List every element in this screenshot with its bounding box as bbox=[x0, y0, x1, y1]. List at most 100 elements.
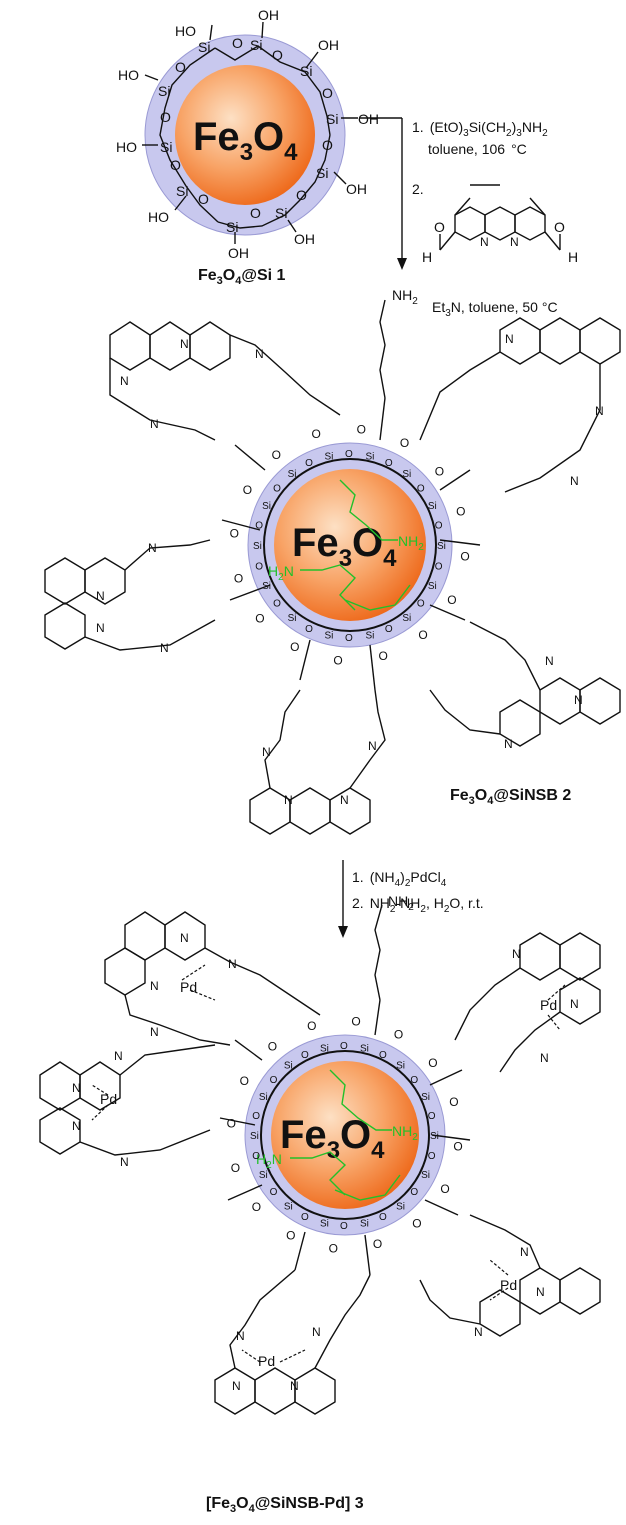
svg-text:N: N bbox=[96, 589, 105, 603]
svg-text:N: N bbox=[180, 931, 189, 945]
svg-text:N: N bbox=[505, 332, 514, 346]
outer-o-label: O bbox=[460, 550, 469, 564]
pd-phen-unit-topright bbox=[454, 932, 601, 1073]
outer-o-label: O bbox=[307, 1019, 316, 1033]
outer-o-label: O bbox=[351, 1015, 360, 1029]
svg-text:OH: OH bbox=[318, 37, 339, 53]
svg-text:Si: Si bbox=[326, 111, 338, 127]
aldehyde-h-right: H bbox=[568, 249, 578, 265]
svg-text:Si: Si bbox=[226, 219, 238, 235]
reaction-step-2: 1.(NH4)2PdCl4 2.NH2-NH2, H2O, r.t. bbox=[338, 860, 484, 938]
svg-text:O: O bbox=[160, 109, 171, 125]
outer-o-label: O bbox=[449, 1095, 458, 1109]
svg-text:Si: Si bbox=[160, 139, 172, 155]
svg-text:N: N bbox=[340, 793, 349, 807]
inner-nh2-3: NH2 bbox=[392, 1123, 418, 1143]
svg-text:N: N bbox=[540, 1051, 549, 1065]
ring-atom-label: O bbox=[428, 1111, 436, 1122]
ring-atom-label: O bbox=[301, 1050, 309, 1061]
outer-o-label: O bbox=[453, 1139, 462, 1153]
outer-o-label: O bbox=[373, 1237, 382, 1251]
compound-3-atom-labels: N N N N N N N N N N N N N N N N N N bbox=[72, 931, 579, 1393]
outer-o-label: O bbox=[312, 427, 321, 441]
ring-atom-label: Si bbox=[402, 469, 411, 480]
ring-atom-label: Si bbox=[325, 631, 334, 642]
ring-atom-label: Si bbox=[320, 1219, 329, 1230]
outer-o-label: O bbox=[394, 1028, 403, 1042]
outer-o-label: O bbox=[268, 1040, 277, 1054]
ring-atom-label: Si bbox=[262, 581, 271, 592]
phen-unit-2-topright bbox=[419, 317, 621, 493]
svg-text:N: N bbox=[72, 1081, 81, 1095]
ring-atom-label: Si bbox=[396, 1201, 405, 1212]
ring-atom-label: Si bbox=[430, 1131, 439, 1142]
outer-o-label: O bbox=[230, 526, 239, 540]
svg-text:N: N bbox=[570, 474, 579, 488]
ring-atom-label: Si bbox=[421, 1092, 430, 1103]
svg-text:Si: Si bbox=[158, 83, 170, 99]
svg-text:N: N bbox=[570, 997, 579, 1011]
ring-atom-label: O bbox=[305, 624, 313, 635]
svg-text:O: O bbox=[322, 85, 333, 101]
svg-text:N: N bbox=[148, 541, 157, 555]
svg-text:N: N bbox=[474, 1325, 483, 1339]
ring-atom-label: Si bbox=[428, 501, 437, 512]
compound-2-atom-labels: N N N N N N N N N N N N N N N N N N bbox=[96, 332, 604, 807]
svg-text:N: N bbox=[262, 745, 271, 759]
inner-aminopropyl-3 bbox=[290, 1069, 401, 1201]
svg-text:Si: Si bbox=[300, 63, 312, 79]
svg-text:O: O bbox=[250, 205, 261, 221]
terminal-nh2-3: NH2 bbox=[388, 893, 414, 913]
ring-atom-label: O bbox=[252, 1151, 260, 1162]
ring-atom-label: Si bbox=[259, 1170, 268, 1181]
tethers-2 bbox=[221, 299, 481, 691]
svg-text:O: O bbox=[198, 191, 209, 207]
ring-atom-label: O bbox=[417, 484, 425, 495]
svg-text:Si: Si bbox=[250, 37, 262, 53]
outer-o-label: O bbox=[357, 423, 366, 437]
svg-text:N: N bbox=[120, 1155, 129, 1169]
svg-text:N: N bbox=[72, 1119, 81, 1133]
ring-atom-label: Si bbox=[437, 541, 446, 552]
outer-o-label: O bbox=[227, 1117, 236, 1131]
svg-text:O: O bbox=[170, 157, 181, 173]
ring-atom-label: Si bbox=[396, 1061, 405, 1072]
inner-nh2-2: NH2 bbox=[398, 533, 424, 553]
ring-atom-label: Si bbox=[325, 451, 334, 462]
core-label-3: Fe3O4 bbox=[280, 1113, 385, 1164]
fe3o4-core-2 bbox=[274, 469, 426, 621]
terminal-nh2-2: NH2 bbox=[392, 287, 418, 307]
outer-o-label: O bbox=[329, 1241, 338, 1255]
svg-text:O: O bbox=[175, 59, 186, 75]
aldehyde-o-left: O bbox=[434, 219, 445, 235]
compound-3-caption: [Fe3O4@SiNSB-Pd] 3 bbox=[206, 1495, 364, 1515]
inner-aminopropyl-2 bbox=[300, 479, 411, 611]
phen-unit-2-topleft bbox=[109, 321, 341, 441]
ring-atom-label: Si bbox=[284, 1201, 293, 1212]
svg-text:N: N bbox=[595, 404, 604, 418]
ring-atom-label: Si bbox=[284, 1061, 293, 1072]
step1-condition-2: Et3N, toluene, 50 °C bbox=[432, 299, 558, 319]
ring-atom-label: Si bbox=[360, 1043, 369, 1054]
step1-condition-1: toluene, 106°C bbox=[428, 141, 527, 157]
svg-text:HO: HO bbox=[148, 209, 169, 225]
phen-dialdehyde bbox=[439, 184, 561, 251]
fe3o4-core-3 bbox=[271, 1061, 419, 1209]
pd-phen-unit-left bbox=[39, 1044, 216, 1156]
ring-atom-label: Si bbox=[288, 613, 297, 624]
ring-atom-label: Si bbox=[262, 501, 271, 512]
siloxane-ring-2 bbox=[263, 458, 437, 632]
outer-o-label: O bbox=[240, 1074, 249, 1088]
ring-atom-label: Si bbox=[250, 1131, 259, 1142]
aldehyde-o-right: O bbox=[554, 219, 565, 235]
pd-phen-unit-bottom bbox=[214, 1269, 371, 1415]
svg-text:N: N bbox=[368, 739, 377, 753]
ring-atom-label: O bbox=[410, 1075, 418, 1086]
pd-coordination-bonds bbox=[91, 964, 566, 1363]
outer-o-label: O bbox=[440, 1182, 449, 1196]
step2-reagent-2: 2.NH2-NH2, H2O, r.t. bbox=[352, 895, 484, 915]
silanol-labels-1: Si Si O Si O Si O Si O Si O Si O Si O Si… bbox=[116, 7, 379, 261]
svg-text:OH: OH bbox=[228, 245, 249, 261]
